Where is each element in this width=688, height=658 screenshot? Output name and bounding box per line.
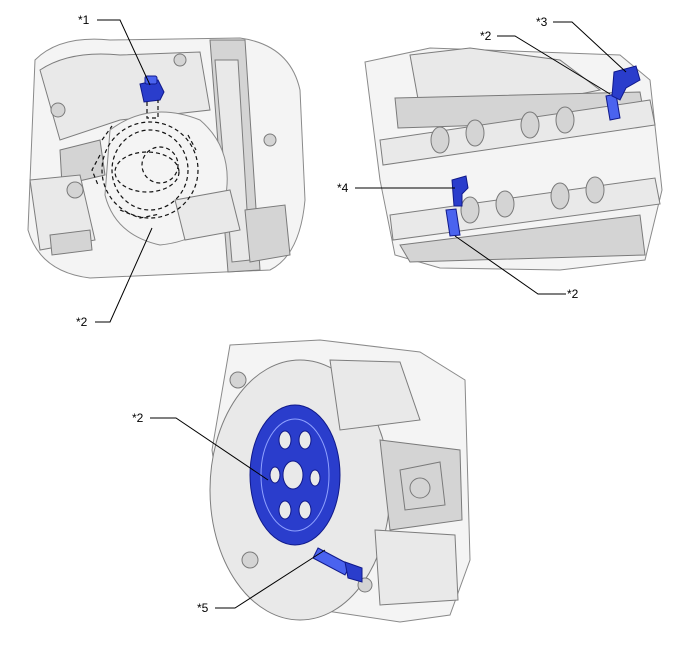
view-top-left: *1 *2 bbox=[27, 13, 306, 329]
sensor-icon bbox=[139, 75, 165, 119]
callout-2-top-left: *2 bbox=[76, 315, 88, 329]
callout-5: *5 bbox=[197, 601, 209, 615]
callout-4: *4 bbox=[337, 181, 349, 195]
camshaft-icon bbox=[379, 99, 656, 166]
callout-1: *1 bbox=[78, 13, 90, 27]
callout-2-top-right-upper: *2 bbox=[480, 29, 492, 43]
signal-plate-icon bbox=[249, 404, 341, 546]
callout-2-top-right-lower: *2 bbox=[567, 287, 579, 301]
view-top-right: *2 *3 *4 *2 bbox=[337, 15, 663, 301]
timing-rotor-icon bbox=[91, 121, 199, 219]
callout-2-bottom: *2 bbox=[132, 411, 144, 425]
view-bottom: *2 *5 bbox=[132, 339, 471, 623]
callout-3: *3 bbox=[536, 15, 548, 29]
